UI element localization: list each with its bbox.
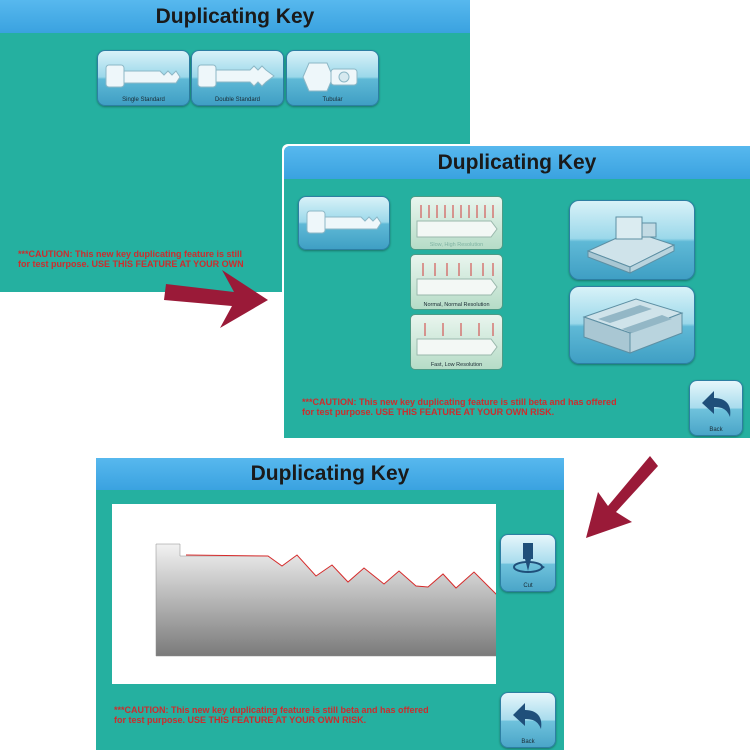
screen-cut-preview: Duplicating Key Cut ***CAUTION: This new… (96, 458, 564, 750)
caution-line-2: for test purpose. USE THIS FEATURE AT YO… (114, 715, 367, 726)
caution-text: ***CAUTION: This new key duplicating fea… (114, 705, 429, 726)
double-standard-button[interactable]: Double Standard (191, 50, 284, 106)
back-label: Back (709, 427, 723, 433)
page-title: Duplicating Key (155, 4, 315, 28)
flow-arrow-down-left-icon (586, 456, 658, 538)
caution-text: ***CAUTION: This new key duplicating fea… (18, 249, 244, 270)
speed-option-slow[interactable]: Slow, High Resolution (410, 196, 503, 250)
drill-cut-icon (513, 543, 545, 573)
screen-speed-select: Duplicating Key Slow, High Resolution No… (284, 146, 750, 438)
caution-text: ***CAUTION: This new key duplicating fea… (302, 397, 617, 418)
double-key-icon (197, 64, 275, 88)
tubular-button[interactable]: Tubular (286, 50, 379, 106)
single-standard-button[interactable]: Single Standard (97, 50, 190, 106)
speed-option-fast[interactable]: Fast, Low Resolution (410, 314, 503, 370)
key-profile-graph (155, 543, 499, 657)
clamp-option-2-button[interactable] (569, 286, 695, 364)
selected-key-type-button[interactable] (298, 196, 390, 250)
single-key-icon (105, 64, 181, 88)
single-standard-label: Single Standard (122, 97, 165, 103)
tubular-key-icon (302, 62, 358, 92)
tubular-label: Tubular (322, 97, 343, 103)
single-key-icon (306, 210, 382, 234)
cut-label: Cut (523, 583, 533, 589)
speed-slow-label: Slow, High Resolution (429, 242, 484, 248)
back-label: Back (521, 739, 535, 745)
key-clamp-fixture-icon (582, 298, 684, 354)
page-title: Duplicating Key (437, 150, 597, 174)
cut-button[interactable]: Cut (500, 534, 556, 592)
flow-arrow-right-icon (164, 270, 268, 328)
speed-fast-label: Fast, Low Resolution (430, 362, 483, 368)
caution-line-1: ***CAUTION: This new key duplicating fea… (18, 249, 243, 259)
back-button[interactable]: Back (500, 692, 556, 748)
back-arrow-icon (702, 391, 731, 417)
slow-cut-icon (416, 205, 498, 238)
title-bar: Duplicating Key (96, 458, 564, 490)
title-bar: Duplicating Key (0, 0, 470, 33)
caution-line-1: ***CAUTION: This new key duplicating fea… (302, 397, 617, 407)
caution-line-2: for test purpose. USE THIS FEATURE AT YO… (18, 259, 244, 270)
page-title: Duplicating Key (250, 462, 410, 485)
fast-cut-icon (416, 323, 498, 356)
back-arrow-icon (513, 703, 542, 729)
title-bar: Duplicating Key (284, 146, 750, 179)
normal-cut-icon (416, 263, 498, 296)
double-standard-label: Double Standard (214, 97, 261, 103)
caution-line-2: for test purpose. USE THIS FEATURE AT YO… (302, 407, 555, 418)
clamp-option-1-button[interactable] (569, 200, 695, 280)
speed-option-normal[interactable]: Normal, Normal Resolution (410, 254, 503, 310)
key-profile-canvas (112, 504, 499, 684)
speed-normal-label: Normal, Normal Resolution (423, 302, 490, 308)
back-button[interactable]: Back (689, 380, 743, 436)
key-clamp-machine-icon (586, 216, 676, 274)
caution-line-1: ***CAUTION: This new key duplicating fea… (114, 705, 429, 715)
cut-path-line (185, 554, 499, 597)
